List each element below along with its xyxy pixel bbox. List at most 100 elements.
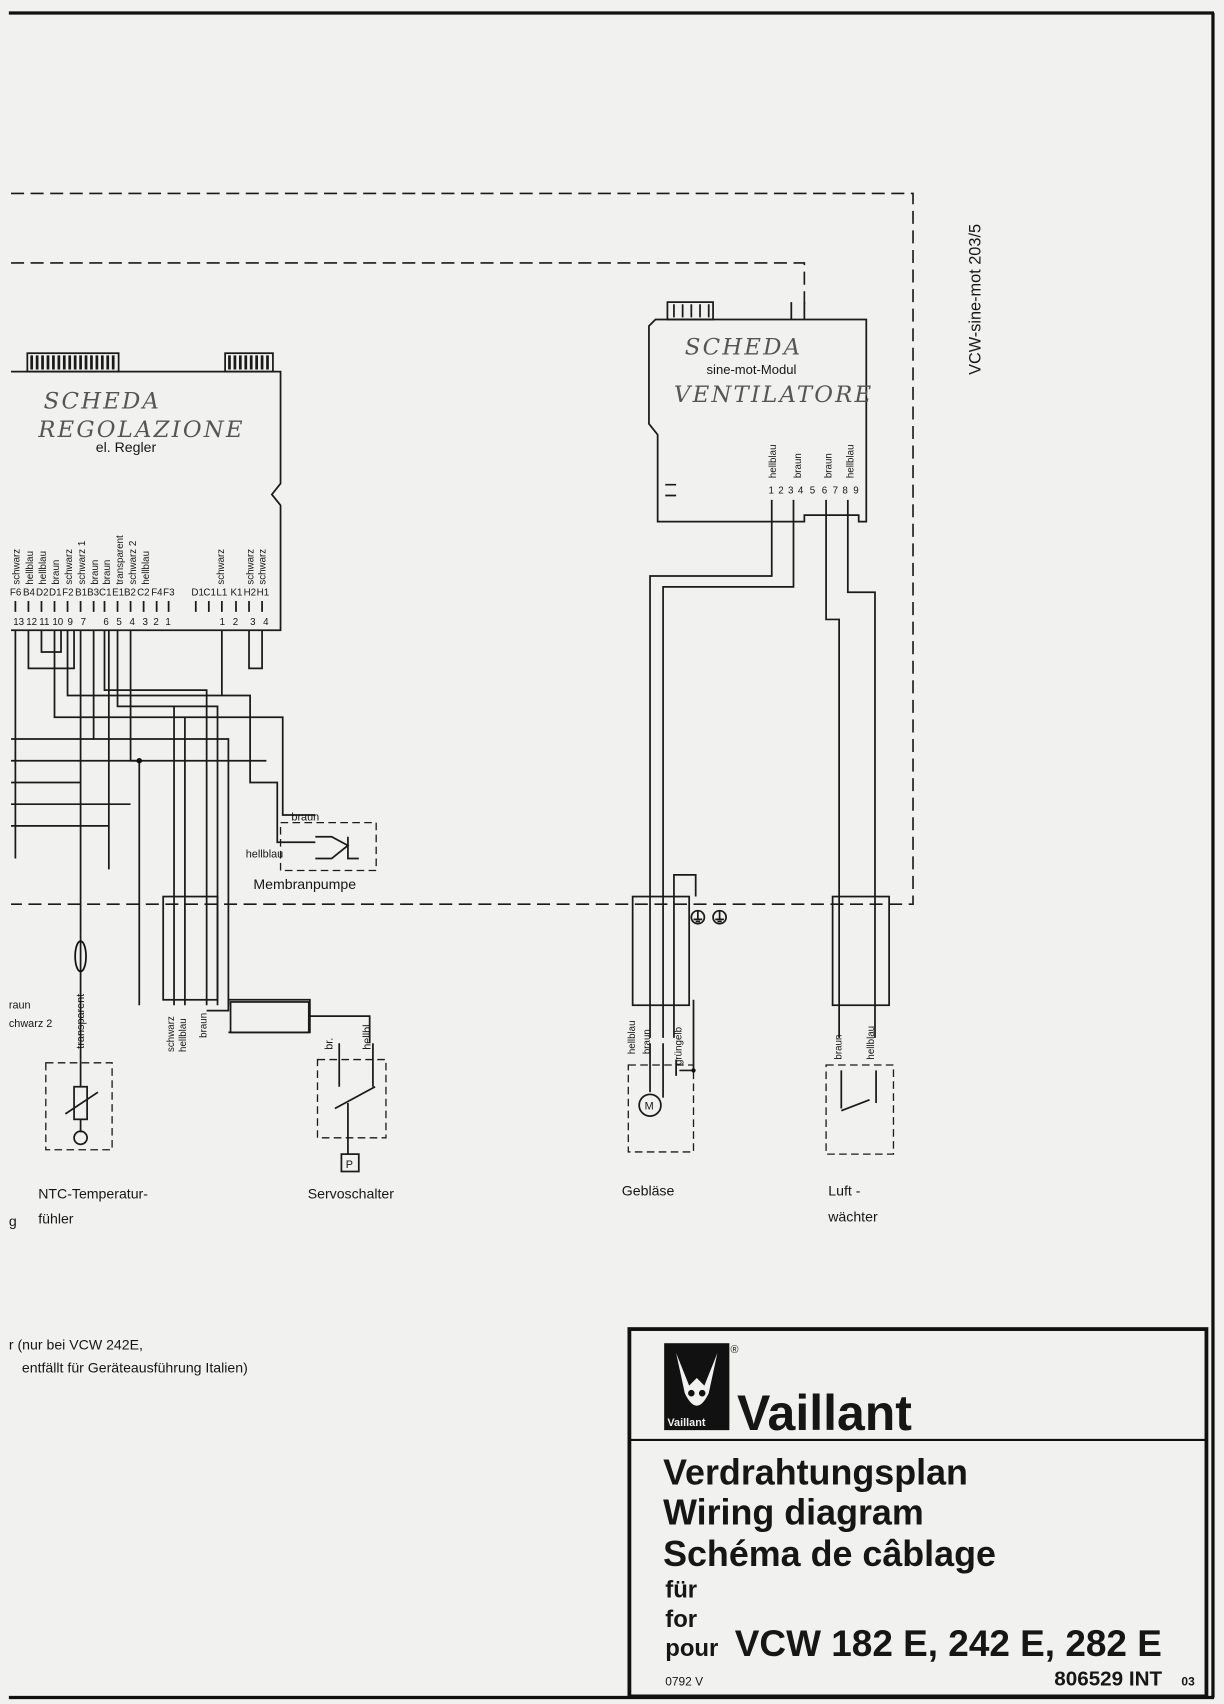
- regler-pin: H2: [244, 588, 256, 599]
- note-line-2: entfällt für Geräteausführung Italien): [22, 1360, 248, 1376]
- regler-pin: L1: [216, 588, 227, 599]
- regler-pin: B1: [75, 588, 87, 599]
- doc-number: 806529 INT: [1054, 1668, 1162, 1691]
- doc-suffix: 03: [1181, 1675, 1195, 1689]
- modul-pin-number: 7: [833, 485, 838, 496]
- modul-wiring: [649, 499, 876, 1038]
- registered-mark: ®: [730, 1344, 738, 1356]
- luftwaechter-wire: hellblau: [866, 1026, 877, 1060]
- regler-pin: B3: [87, 588, 99, 599]
- geblaese-wire: braun: [642, 1029, 653, 1054]
- regler-pin: C1: [99, 588, 111, 599]
- luftwaechter: braun hellblau Luft - wächter: [825, 1026, 895, 1224]
- regler-pin-number: 3: [250, 617, 255, 628]
- membranpumpe: braun hellblau Membranpumpe: [246, 811, 377, 892]
- regler-connector-left: [26, 352, 120, 373]
- regler-pin: F3: [163, 588, 174, 599]
- regler-pin-number: 2: [153, 617, 158, 628]
- luftwaechter-label-1: Luft -: [828, 1182, 860, 1198]
- regler-pin: D2: [36, 588, 48, 599]
- regler-board: SCHEDA REGOLAZIONE el. Regler schwarz he…: [10, 352, 282, 632]
- regler-pin-number: 4: [129, 617, 135, 628]
- regler-pin-number: 7: [81, 617, 86, 628]
- regler-pin-number: 11: [39, 617, 49, 628]
- regler-pin: C1: [203, 588, 215, 599]
- regler-pin-number: 2: [233, 617, 238, 628]
- regler-pin-number: 13: [13, 617, 24, 628]
- regler-pin-number: 4: [263, 617, 269, 628]
- regler-connector-right: [224, 352, 274, 373]
- ntc-wire-label: transparent: [75, 994, 87, 1049]
- regler-pin-number: 9: [68, 617, 73, 628]
- geblaese-wire: hellblau: [627, 1020, 638, 1054]
- title-german: Verdrahtungsplan: [663, 1452, 968, 1492]
- regler-pin: F2: [62, 588, 73, 599]
- modul-pin-number: 4: [798, 485, 804, 496]
- regler-pin-number: 10: [52, 617, 63, 628]
- title-french: Schéma de câblage: [663, 1534, 996, 1574]
- regler-wire-label: hellblau: [141, 551, 152, 585]
- regler-wire-label: schwarz: [12, 549, 23, 585]
- ground-symbols: [690, 909, 727, 925]
- regler-wire-label: schwarz 2: [128, 541, 139, 585]
- geblaese-wire: grüngelb: [674, 1026, 685, 1065]
- membranpumpe-wire: hellblau: [246, 848, 283, 860]
- modul-pin-number: 6: [822, 485, 827, 496]
- modul-wire-label: braun: [793, 453, 804, 478]
- modul-pin-number: 8: [842, 485, 847, 496]
- side-title: VCW-sine-mot 203/5: [966, 224, 984, 375]
- regler-pin: H1: [257, 588, 269, 599]
- note-line-1: r (nur bei VCW 242E,: [9, 1337, 143, 1353]
- handwritten-ventilatore: VENTILATORE: [674, 382, 873, 408]
- regler-pin-number: 5: [116, 617, 122, 628]
- modul-pin-number: 2: [778, 485, 783, 496]
- servoschalter: br. hellbl P Servoschalter: [308, 1024, 395, 1201]
- handwritten-scheda: SCHEDA: [44, 389, 161, 415]
- membranpumpe-label: Membranpumpe: [253, 876, 356, 892]
- regler-pin-number: 1: [220, 617, 225, 628]
- modul-pin-number: 9: [853, 485, 858, 496]
- title-english: Wiring diagram: [663, 1493, 924, 1533]
- servo-wire-label: hellbl: [362, 1024, 374, 1049]
- membranpumpe-wire: braun: [291, 811, 319, 823]
- regler-wire-label: hellblau: [25, 551, 36, 585]
- left-cut-fragment: g: [9, 1213, 17, 1229]
- regler-wire-label: braun: [51, 560, 62, 585]
- regler-wire-label: braun: [90, 560, 101, 585]
- regler-wire-label: braun: [102, 560, 113, 585]
- for-german: für: [665, 1577, 697, 1604]
- luftwaechter-label-2: wächter: [827, 1208, 878, 1224]
- regler-pin: F6: [10, 588, 21, 599]
- regler-wire-label: hellblau: [38, 551, 49, 585]
- regler-wire-label: schwarz: [216, 549, 227, 585]
- models: VCW 182 E, 242 E, 282 E: [735, 1623, 1162, 1664]
- regler-pin: D1: [191, 588, 203, 599]
- regler-pin: C2: [137, 588, 149, 599]
- harness-label: schwarz: [166, 1016, 177, 1052]
- ntc-label-2: fühler: [38, 1211, 74, 1227]
- servo-wire-label: br.: [324, 1038, 336, 1050]
- ntc-label-1: NTC-Temperatur-: [38, 1186, 148, 1202]
- regler-pin-number: 3: [143, 617, 148, 628]
- geblaese-label: Gebläse: [622, 1182, 675, 1198]
- modul-pin-number: 5: [810, 485, 816, 496]
- vaillant-hare-logo: Vaillant: [664, 1343, 730, 1431]
- inline-connector: [74, 940, 87, 973]
- modul-wire-label: braun: [824, 453, 835, 478]
- regler-pin: D1: [49, 588, 61, 599]
- regler-wire-label: schwarz: [64, 549, 75, 585]
- modul-pin-number: 1: [768, 485, 773, 496]
- harness-label: hellblau: [178, 1018, 189, 1052]
- servo-p-label: P: [346, 1159, 353, 1171]
- regler-pin: B4: [23, 588, 36, 599]
- servoschalter-label: Servoschalter: [308, 1186, 395, 1202]
- modul-pin-number: 3: [788, 485, 793, 496]
- regler-wire-label: schwarz: [245, 549, 256, 585]
- regler-pin-number: 1: [165, 617, 170, 628]
- regler-pin-number: 6: [103, 617, 108, 628]
- luftwaechter-wire: braun: [833, 1035, 844, 1060]
- ntc-sensor: transparent NTC-Temperatur- fühler: [38, 994, 148, 1227]
- motor-symbol: M: [645, 1101, 654, 1113]
- regler-wire-label: schwarz: [257, 549, 268, 585]
